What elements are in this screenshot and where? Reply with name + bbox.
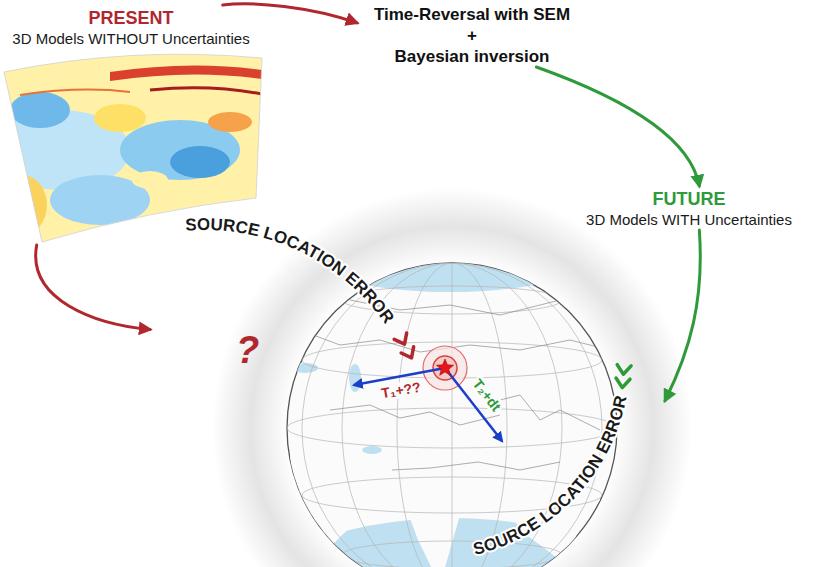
method-box: Time-Reversal with SEM+Bayesian inversio…	[357, 4, 587, 67]
method-text: +	[467, 25, 477, 46]
flow-arrow	[223, 4, 357, 23]
method-text: Time-Reversal with SEM	[374, 4, 570, 25]
error-chevrons	[394, 333, 631, 388]
model-panel: PRESENT3D Models WITHOUT Uncertainties	[0, 5, 262, 245]
era-heading: FUTURE	[653, 188, 726, 210]
model-subtitle: 3D Models WITHOUT Uncertainties	[12, 29, 249, 49]
flow-arrow	[665, 230, 700, 401]
model-subtitle: 3D Models WITH Uncertainties	[586, 210, 792, 230]
travel-time-label: T₂+dt	[468, 374, 505, 416]
globe-map: T₁+?? T₂+dt	[150, 270, 665, 567]
model-panel: FUTURE3D Models WITH Uncertainties	[560, 186, 818, 230]
era-heading: PRESENT	[88, 7, 173, 29]
error-arc-label: SOURCE LOCATION ERROR	[471, 394, 630, 559]
flow-arrow	[536, 67, 699, 186]
question-mark: ?	[236, 328, 259, 372]
travel-time-label: T₁+??	[378, 378, 424, 401]
error-arc-label: SOURCE LOCATION ERROR	[185, 215, 398, 327]
flow-arrow	[36, 245, 150, 329]
method-text: Bayesian inversion	[395, 46, 550, 67]
